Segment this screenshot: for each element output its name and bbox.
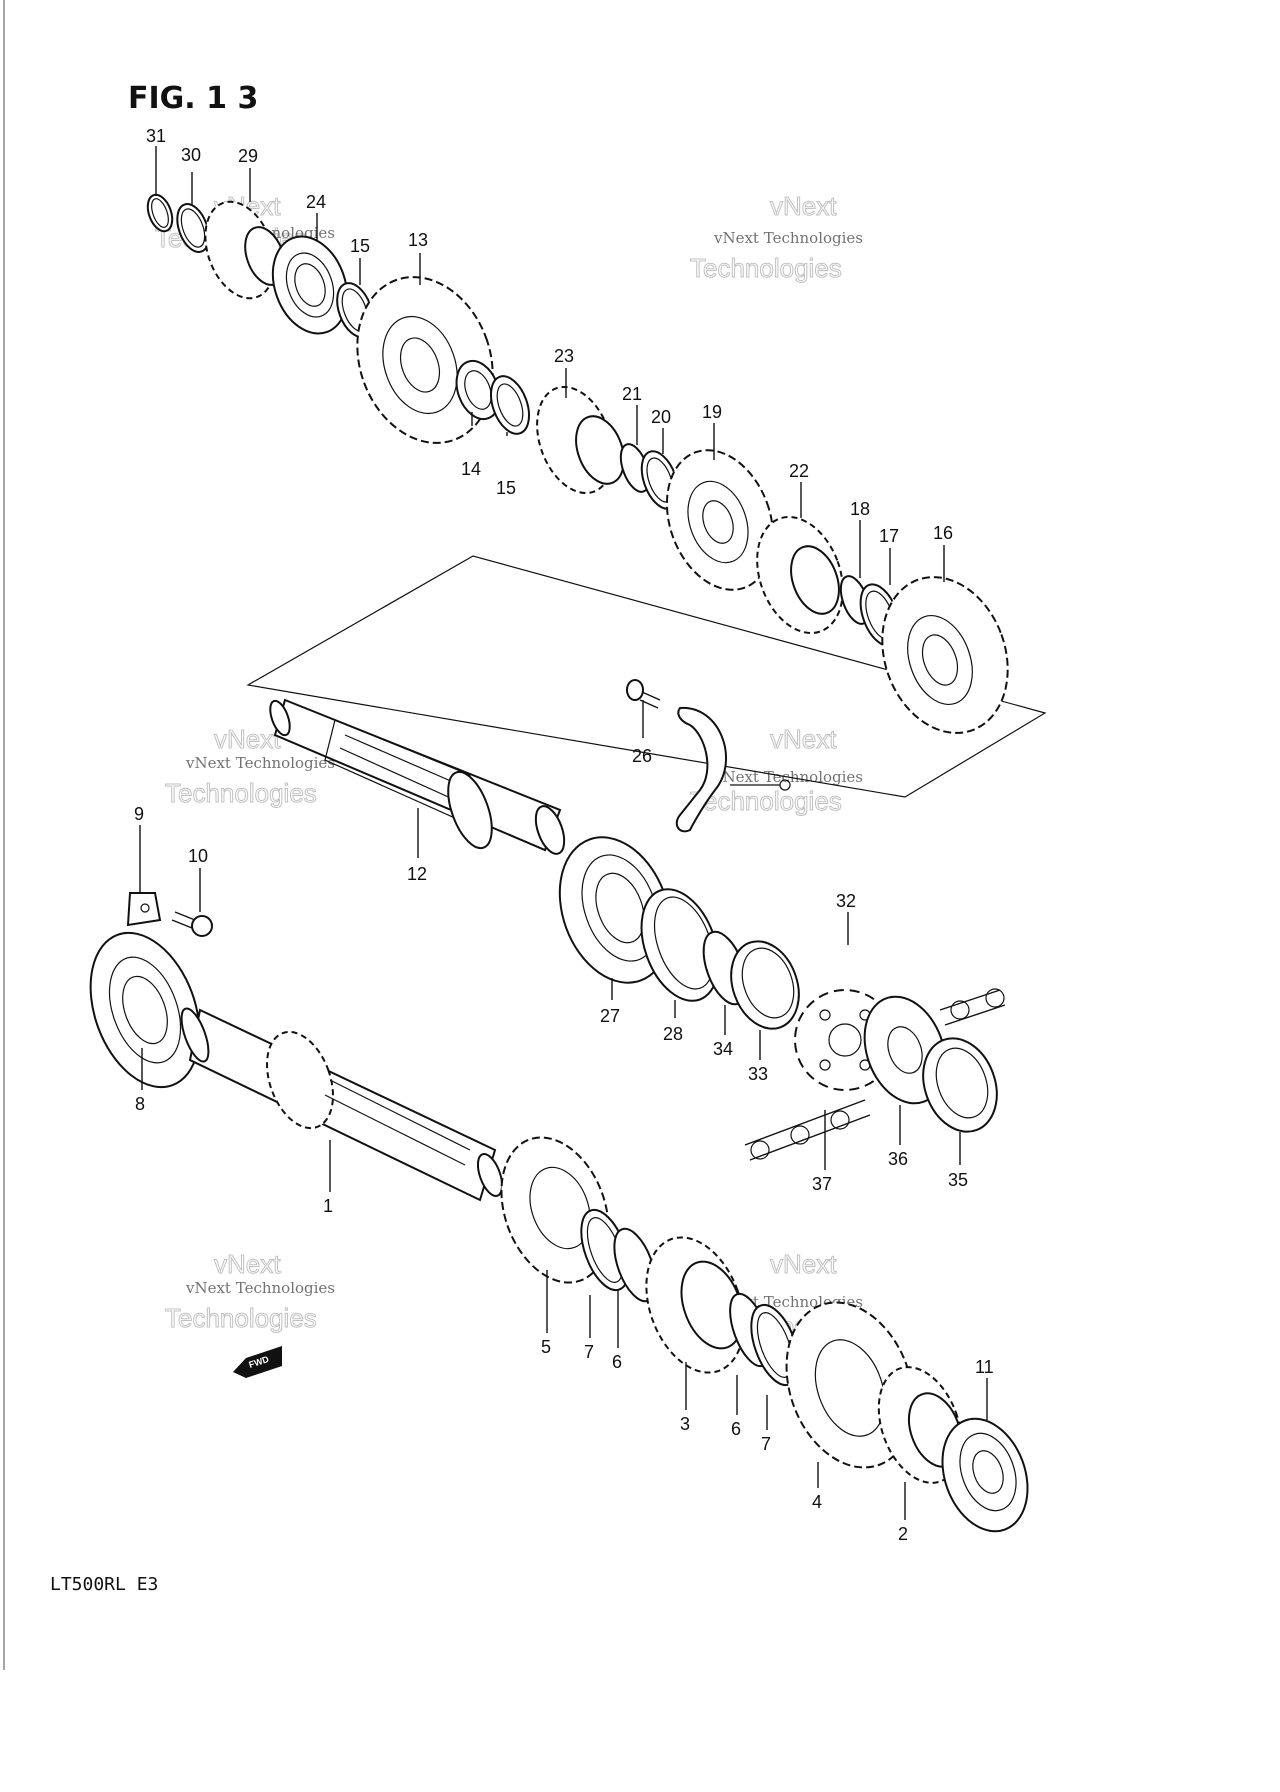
part-26-screw (626, 679, 661, 709)
part-9-bracket (126, 892, 162, 927)
part-11-bearing (941, 1417, 1029, 1533)
watermark-outline-top: vNext (770, 1249, 837, 1279)
label-2: 2 (898, 1524, 908, 1544)
label-7-a: 7 (584, 1342, 594, 1362)
label-30: 30 (181, 145, 201, 165)
label-15-mid: 15 (496, 478, 516, 498)
leader-lines (139, 146, 988, 1520)
part-19-gear (665, 449, 775, 591)
label-16: 16 (933, 523, 953, 543)
part-1-driveshaft (180, 1007, 504, 1202)
label-9: 9 (134, 804, 144, 824)
label-22: 22 (789, 461, 809, 481)
label-28: 28 (663, 1024, 683, 1044)
label-6-b: 6 (731, 1419, 741, 1439)
fwd-arrow-icon: FWD (233, 1346, 282, 1378)
countershaft-group-outline (246, 555, 1047, 798)
watermark-5: vNext Technologies vNext Technologies (165, 1249, 336, 1334)
part-16-gear (881, 576, 1009, 734)
label-37: 37 (812, 1174, 832, 1194)
part-3-gear (645, 1236, 745, 1374)
label-6-a: 6 (612, 1352, 622, 1372)
label-4: 4 (812, 1492, 822, 1512)
label-29: 29 (238, 146, 258, 166)
part-15-washer-mid (490, 375, 530, 435)
part-30-washer (176, 203, 210, 253)
part-33-sleeve (730, 940, 800, 1030)
watermark-text: vNext Technologies (713, 229, 863, 247)
watermark-outline-bottom: Technologies (165, 1303, 317, 1333)
watermark-outline-top: vNext (214, 1249, 281, 1279)
label-35: 35 (948, 1170, 968, 1190)
label-20: 20 (651, 407, 671, 427)
label-14: 14 (461, 459, 481, 479)
watermark-text: vNext Technologies (185, 1279, 335, 1297)
label-26: 26 (632, 746, 652, 766)
label-13: 13 (408, 230, 428, 250)
watermark-outline-top: vNext (770, 724, 837, 754)
part-13-gear (356, 276, 494, 444)
part-5-gear (500, 1136, 610, 1284)
label-3: 3 (680, 1414, 690, 1434)
part-37-chain (744, 988, 1006, 1161)
label-31: 31 (146, 126, 166, 146)
model-code: LT500RL E3 (50, 1574, 158, 1595)
label-15-top: 15 (350, 236, 370, 256)
label-18: 18 (850, 499, 870, 519)
label-5: 5 (541, 1337, 551, 1357)
label-24: 24 (306, 192, 326, 212)
watermark-2: vNext Technologies vNext Technologies (690, 191, 864, 284)
label-12: 12 (407, 864, 427, 884)
part-14-needle-bearing (455, 359, 501, 421)
label-33: 33 (748, 1064, 768, 1084)
figure-title: FIG. 1 3 (128, 81, 258, 116)
label-21: 21 (622, 384, 642, 404)
part-number-labels: 31 30 29 24 15 13 14 15 23 21 20 19 22 1… (134, 126, 994, 1544)
part-8-bearing (89, 931, 201, 1089)
label-7-b: 7 (761, 1434, 771, 1454)
label-11: 11 (975, 1357, 994, 1377)
label-19: 19 (702, 402, 722, 422)
label-34: 34 (713, 1039, 733, 1059)
watermark-outline-bottom: Technologies (165, 778, 317, 808)
watermark-outline-top: vNext (214, 724, 281, 754)
label-17: 17 (879, 526, 899, 546)
watermark-outline-bottom: Technologies (690, 253, 842, 283)
part-35-oil-seal (922, 1037, 998, 1133)
part-31-circlip (146, 193, 174, 233)
label-36: 36 (888, 1149, 908, 1169)
part-22-gear (756, 515, 844, 635)
part-23-gear (536, 385, 625, 495)
label-10: 10 (188, 846, 208, 866)
label-32: 32 (836, 891, 856, 911)
part-25-retainer (675, 706, 791, 833)
watermark-outline-top: vNext (770, 191, 837, 221)
label-1: 1 (323, 1196, 333, 1216)
label-27: 27 (600, 1006, 620, 1026)
part-10-screw (171, 911, 213, 937)
label-8: 8 (135, 1094, 145, 1114)
part-24-bearing (271, 235, 349, 335)
part-12-countershaft (269, 698, 566, 855)
label-23: 23 (554, 346, 574, 366)
watermark-text: vNext Technologies (185, 754, 335, 772)
watermark-3: vNext Technologies vNext Technologies (165, 724, 336, 809)
